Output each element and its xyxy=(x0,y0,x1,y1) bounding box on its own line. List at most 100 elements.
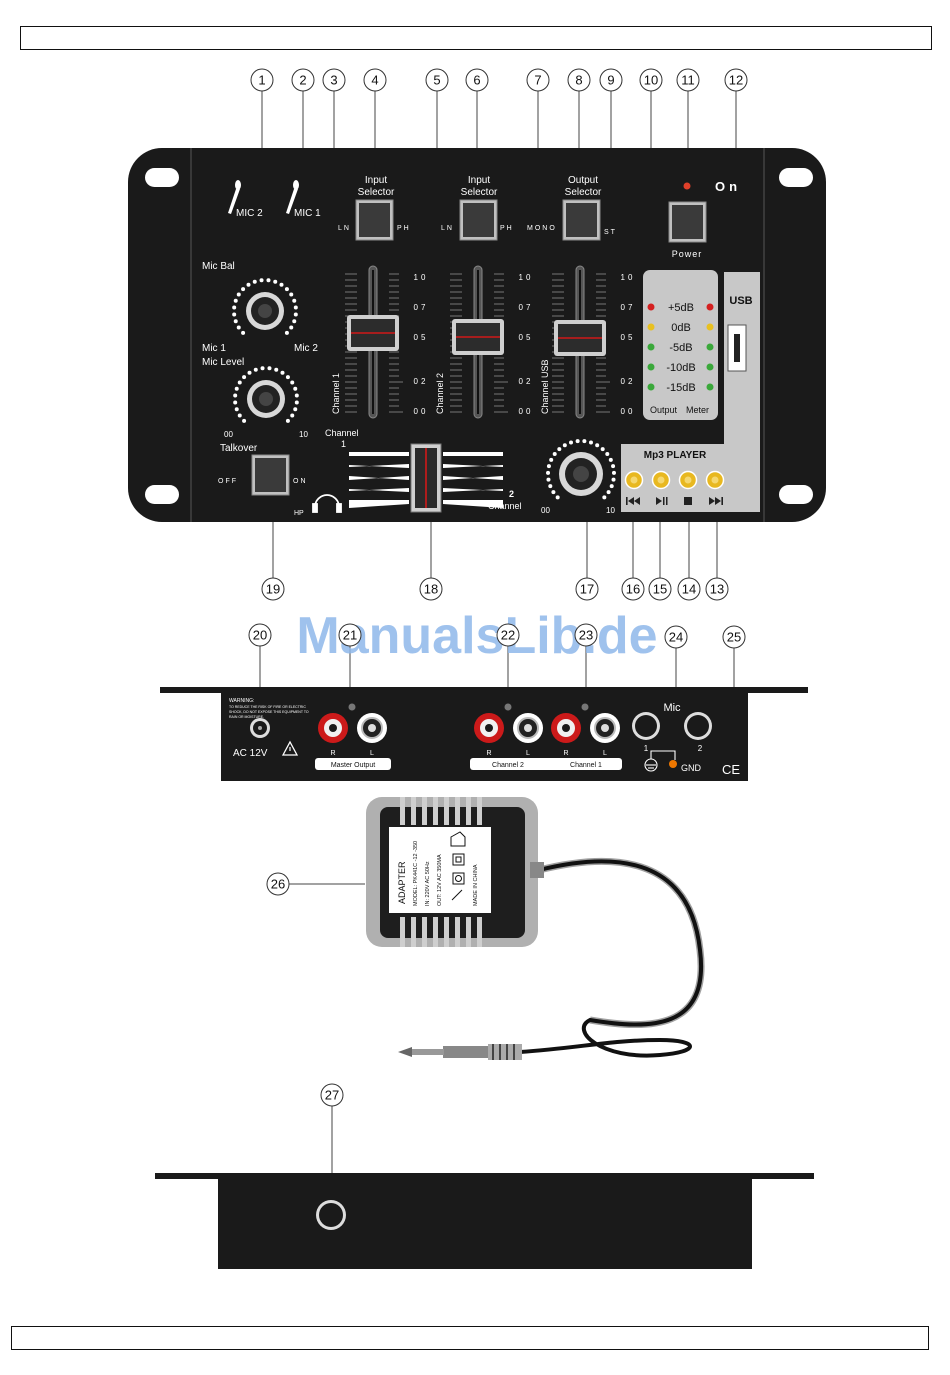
callout-23: 23 xyxy=(574,623,598,647)
input-selector-1-line2: Selector xyxy=(358,187,395,198)
headphone-jack[interactable] xyxy=(316,1200,346,1230)
meter-led xyxy=(706,303,714,311)
channel-2-l-jack[interactable] xyxy=(513,713,543,743)
mic-balance-knob[interactable] xyxy=(246,292,284,330)
channel-inputs-label-box xyxy=(470,758,622,770)
play-pause-icon xyxy=(656,497,668,505)
warning-line-3: SHOCK, DO NOT EXPOSE THIS EQUIPMENT TO xyxy=(229,710,309,714)
scale-dot xyxy=(237,413,242,418)
mic-1-jack[interactable] xyxy=(632,712,660,740)
stop-button[interactable] xyxy=(678,470,698,490)
fader-scale-label: 07 xyxy=(519,303,534,312)
callout-number: 17 xyxy=(580,582,594,597)
rca-jacks xyxy=(318,703,620,743)
scale-dot xyxy=(611,477,616,482)
header-frame xyxy=(20,26,932,50)
callout-number: 25 xyxy=(727,630,741,645)
scale-dot xyxy=(279,282,284,287)
mic-2-jack[interactable] xyxy=(684,712,712,740)
callout-27: 27 xyxy=(320,1083,344,1107)
mic-bal-label: Mic Bal xyxy=(202,261,235,272)
callout-12: 12 xyxy=(724,68,748,92)
warning-line-2: TO REDUCE THE RISK OF FIRE OR ELECTRIC xyxy=(229,705,306,709)
next-button[interactable] xyxy=(705,470,725,490)
scale-dot xyxy=(549,457,554,462)
adapter-cord xyxy=(519,859,704,1058)
output-selector-line1: Output xyxy=(568,175,598,186)
callout-20: 20 xyxy=(248,623,272,647)
adapter-label xyxy=(389,827,491,913)
usb-label: USB xyxy=(729,295,752,307)
fader-scale-label: 02 xyxy=(621,377,636,386)
master-output-r-jack[interactable] xyxy=(318,713,348,743)
input-selector-2-line2: Selector xyxy=(461,187,498,198)
footer-frame xyxy=(11,1326,929,1350)
mic-label: Mic xyxy=(663,702,681,714)
callout-number: 23 xyxy=(579,628,593,643)
screw xyxy=(504,703,512,711)
adapter-output: OUT: 12V AC 350MA xyxy=(437,854,443,906)
mic-2-label: 2 xyxy=(698,744,703,753)
callout-number: 27 xyxy=(325,1088,339,1103)
callout-9: 9 xyxy=(599,68,623,92)
scale-dot xyxy=(602,495,607,500)
master-output-l-jack[interactable] xyxy=(357,713,387,743)
channel-2-fader-label: Channel 2 xyxy=(435,373,445,414)
callout-number: 9 xyxy=(607,73,614,88)
scale-dot xyxy=(552,452,557,457)
channel-2-r-jack[interactable] xyxy=(474,713,504,743)
callout-number: 3 xyxy=(330,73,337,88)
scale-dot xyxy=(274,367,279,372)
ac-power-jack[interactable] xyxy=(250,718,270,738)
fader-scale-label: 07 xyxy=(414,303,429,312)
callout-15: 15 xyxy=(648,577,672,601)
scale-dot xyxy=(284,287,289,292)
hp-label: HP xyxy=(294,510,304,517)
microphone-icon xyxy=(228,180,241,214)
master-r-label: R xyxy=(330,750,335,757)
callout-number: 11 xyxy=(681,73,695,88)
callout-22: 22 xyxy=(496,623,520,647)
channel-1-r-jack[interactable] xyxy=(551,713,581,743)
input-selector-1-line1: Input xyxy=(365,175,387,186)
mount-slot xyxy=(145,485,179,504)
channel-1-input-label: Channel 1 xyxy=(570,762,602,769)
meter-led xyxy=(647,303,655,311)
scale-dot xyxy=(551,490,556,495)
microphone-icon xyxy=(286,180,299,214)
scale-dot xyxy=(289,325,294,330)
scale-dot xyxy=(546,470,551,475)
scale-dot xyxy=(611,470,616,475)
callout-5: 5 xyxy=(425,68,449,92)
callout-number: 20 xyxy=(253,628,267,643)
scale-dot xyxy=(605,452,610,457)
callout-10: 10 xyxy=(639,68,663,92)
scale-dot xyxy=(588,440,593,445)
previous-button[interactable] xyxy=(624,470,644,490)
scale-dot xyxy=(293,407,298,412)
mic1-label: MIC 1 xyxy=(294,208,321,219)
scale-dot xyxy=(608,457,613,462)
scale-dot xyxy=(234,386,239,391)
scale-dot xyxy=(233,298,238,303)
crossfader[interactable] xyxy=(349,443,503,513)
rear-panel: WARNING: TO REDUCE THE RISK OF FIRE OR E… xyxy=(160,687,808,781)
callout-number: 22 xyxy=(501,628,515,643)
scale-dot xyxy=(293,305,298,310)
channel-1-l-jack[interactable] xyxy=(590,713,620,743)
meter-led xyxy=(647,363,655,371)
play-pause-button[interactable] xyxy=(651,470,671,490)
scale-dot xyxy=(233,319,238,324)
on-indicator-label: On xyxy=(715,179,741,194)
mic2-balance-label: Mic 2 xyxy=(294,343,318,354)
gnd-terminal[interactable] xyxy=(669,760,677,768)
input-selector-1-ln: LN xyxy=(338,225,351,232)
fader-scale-label: 10 xyxy=(414,273,429,282)
mic-level-knob[interactable] xyxy=(247,380,285,418)
fader-scale-label: 00 xyxy=(414,407,429,416)
master-volume-knob[interactable] xyxy=(559,452,603,496)
callout-1: 1 xyxy=(250,68,274,92)
